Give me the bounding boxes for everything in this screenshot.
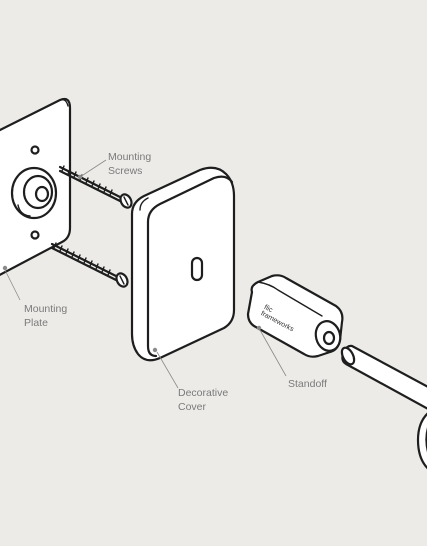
rod — [340, 344, 427, 410]
mounting-screw-top — [58, 165, 133, 209]
label-mounting-plate: Mounting Plate — [24, 302, 67, 330]
label-mounting-screws: Mounting Screws — [108, 150, 151, 178]
standoff — [246, 274, 344, 358]
decorative-cover — [130, 166, 236, 362]
mounting-screw-bottom — [50, 242, 129, 288]
label-mounting-plate-line-1: Mounting — [24, 303, 68, 315]
leader-standoff — [256, 325, 287, 377]
leader-plate — [2, 265, 21, 301]
leader-cover — [152, 347, 179, 389]
label-decorative-cover-line-1: Decorative — [178, 387, 229, 399]
label-mounting-screws-line-2: Screws — [108, 165, 143, 177]
label-decorative-cover-line-2: Cover — [178, 401, 207, 413]
label-decorative-cover: Decorative Cover — [178, 386, 228, 414]
mounting-plate — [0, 97, 72, 276]
label-standoff: Standoff — [288, 377, 327, 391]
label-mounting-plate-line-2: Plate — [24, 317, 48, 329]
label-mounting-screws-line-1: Mounting — [108, 151, 152, 163]
leader-screws — [77, 159, 107, 180]
label-standoff-line-1: Standoff — [288, 378, 327, 390]
button-disc — [416, 412, 427, 470]
